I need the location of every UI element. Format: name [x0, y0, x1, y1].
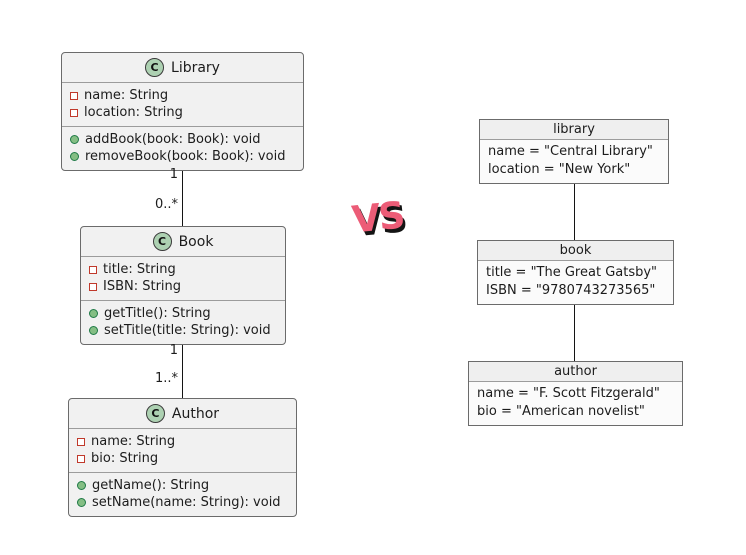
method-row: removeBook(book: Book): void — [70, 148, 295, 165]
method-label: addBook(book: Book): void — [85, 132, 261, 147]
class-header-author: C Author — [69, 399, 296, 429]
attribute-row: bio: String — [77, 450, 288, 467]
method-row: addBook(book: Book): void — [70, 131, 295, 148]
class-header-book: C Book — [81, 227, 285, 257]
class-header-library: C Library — [62, 53, 303, 83]
method-label: setTitle(title: String): void — [104, 323, 271, 338]
link-book-author-line — [574, 296, 575, 366]
method-row: setTitle(title: String): void — [89, 322, 277, 339]
attribute-label: location: String — [84, 105, 183, 120]
private-field-icon — [70, 108, 78, 117]
object-name-author: author — [469, 362, 682, 382]
object-box-library: library name = "Central Library" locatio… — [479, 119, 669, 184]
attribute-label: bio: String — [91, 451, 159, 466]
association-book-author-line — [182, 332, 183, 404]
public-method-icon — [77, 498, 86, 507]
slot-value: name = "Central Library" — [488, 144, 653, 159]
association-library-book-line — [182, 158, 183, 232]
class-box-book: C Book title: String ISBN: String getTit… — [80, 226, 286, 345]
vs-label: VS — [349, 193, 406, 242]
object-name-book: book — [478, 241, 673, 261]
object-box-author: author name = "F. Scott Fitzgerald" bio … — [468, 361, 683, 426]
public-method-icon — [89, 309, 98, 318]
method-label: setName(name: String): void — [92, 495, 281, 510]
object-name-library: library — [480, 120, 668, 140]
attribute-row: name: String — [77, 433, 288, 450]
attribute-label: title: String — [103, 262, 176, 277]
attributes-section: title: String ISBN: String — [81, 257, 285, 301]
multiplicity-author-end: 1..* — [154, 371, 178, 386]
method-label: getName(): String — [92, 478, 210, 493]
multiplicity-book-end: 0..* — [154, 197, 178, 212]
method-row: getTitle(): String — [89, 305, 277, 322]
method-label: removeBook(book: Book): void — [85, 149, 286, 164]
private-field-icon — [89, 265, 97, 274]
class-name-author: Author — [171, 405, 220, 422]
attribute-label: ISBN: String — [103, 279, 182, 294]
public-method-icon — [70, 152, 79, 161]
attributes-section: name: String location: String — [62, 83, 303, 127]
method-row: setName(name: String): void — [77, 494, 288, 511]
public-method-icon — [89, 326, 98, 335]
attribute-row: location: String — [70, 104, 295, 121]
attribute-row: ISBN: String — [89, 278, 277, 295]
attribute-label: name: String — [91, 434, 176, 449]
private-field-icon — [77, 437, 85, 446]
class-stereotype-icon: C — [145, 404, 165, 423]
class-name-library: Library — [171, 59, 220, 76]
multiplicity-library-end: 1 — [169, 167, 178, 182]
methods-section: addBook(book: Book): void removeBook(boo… — [62, 127, 303, 170]
class-stereotype-icon: C — [145, 58, 165, 77]
public-method-icon — [77, 481, 86, 490]
attributes-section: name: String bio: String — [69, 429, 296, 473]
attribute-row: title: String — [89, 261, 277, 278]
private-field-icon — [70, 91, 78, 100]
private-field-icon — [89, 282, 97, 291]
attribute-row: name: String — [70, 87, 295, 104]
slot-value: location = "New York" — [488, 162, 631, 177]
class-stereotype-icon: C — [152, 232, 172, 251]
methods-section: getTitle(): String setTitle(title: Strin… — [81, 301, 285, 344]
object-box-book: book title = "The Great Gatsby" ISBN = "… — [477, 240, 674, 305]
private-field-icon — [77, 454, 85, 463]
public-method-icon — [70, 135, 79, 144]
object-slots: title = "The Great Gatsby" ISBN = "97807… — [478, 261, 673, 304]
class-box-author: C Author name: String bio: String getNam… — [68, 398, 297, 517]
attribute-label: name: String — [84, 88, 169, 103]
class-name-book: Book — [178, 233, 214, 250]
class-box-library: C Library name: String location: String … — [61, 52, 304, 171]
object-slots: name = "Central Library" location = "New… — [480, 140, 668, 183]
methods-section: getName(): String setName(name: String):… — [69, 473, 296, 516]
object-slots: name = "F. Scott Fitzgerald" bio = "Amer… — [469, 382, 682, 425]
slot-value: title = "The Great Gatsby" — [486, 265, 658, 280]
slot-value: ISBN = "9780743273565" — [486, 283, 656, 298]
method-label: getTitle(): String — [104, 306, 211, 321]
slot-value: name = "F. Scott Fitzgerald" — [477, 386, 660, 401]
slot-value: bio = "American novelist" — [477, 404, 645, 419]
link-library-book-line — [574, 174, 575, 246]
multiplicity-book-end-2: 1 — [169, 343, 178, 358]
method-row: getName(): String — [77, 477, 288, 494]
